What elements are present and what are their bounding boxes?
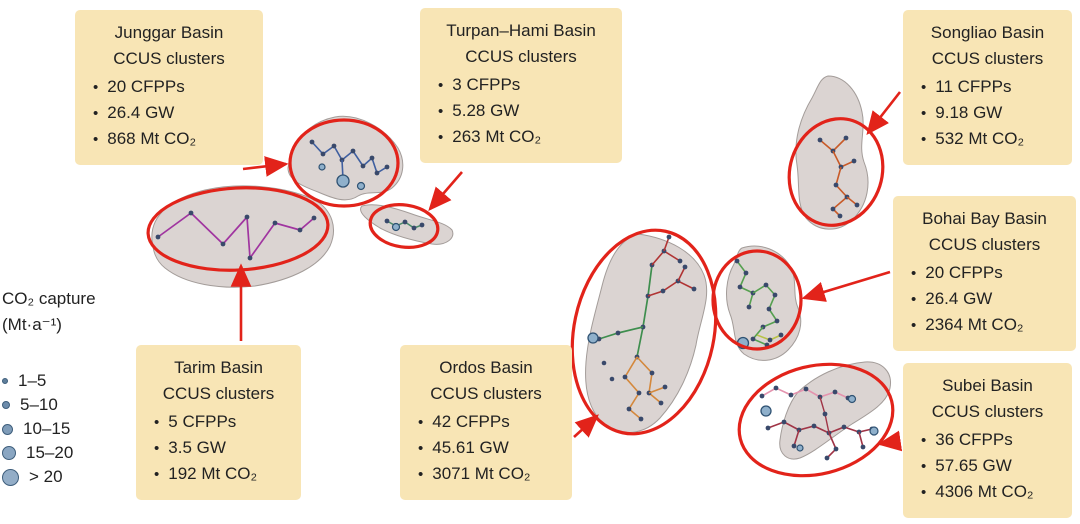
callout-title: Songliao Basin	[930, 23, 1045, 42]
legend-row: 1–5	[2, 369, 96, 393]
capture-node	[336, 174, 350, 188]
callout-stats-list: 36 CFPPs 57.65 GW 4306 Mt CO₂	[915, 427, 1060, 506]
callout-subtitle: CCUS clusters	[162, 384, 275, 404]
capture-node	[847, 394, 857, 404]
stat-capacity-gw: 9.18 GW	[915, 100, 1060, 126]
stat-cfpps: 20 CFPPs	[87, 74, 251, 100]
stat-co2: 868 Mt CO₂	[87, 126, 251, 152]
callout-subtitle: CCUS clusters	[931, 49, 1044, 69]
legend-row: 10–15	[2, 417, 96, 441]
callout-stats-list: 11 CFPPs 9.18 GW 532 Mt CO₂	[915, 74, 1060, 153]
bohai-arrow	[801, 270, 891, 302]
legend-row: > 20	[2, 465, 96, 489]
callout-subtitle: CCUS clusters	[928, 235, 1041, 255]
turpan-arrow	[428, 171, 463, 211]
ordos-cluster-ellipse	[570, 228, 718, 436]
capture-node	[587, 332, 599, 344]
callout-stats-list: 3 CFPPs 5.28 GW 263 Mt CO₂	[432, 72, 610, 151]
callout-subtitle: CCUS clusters	[931, 402, 1044, 422]
stat-cfpps: 5 CFPPs	[148, 409, 289, 435]
legend-label: 1–5	[18, 371, 47, 391]
turpan-hami-network	[384, 218, 425, 232]
callout-ordos-basin: Ordos Basin CCUS clusters 42 CFPPs 45.61…	[400, 345, 572, 500]
capture-size-dot-10-15	[2, 423, 13, 435]
callout-bohai-bay-basin: Bohai Bay Basin CCUS clusters 20 CFPPs 2…	[893, 196, 1076, 351]
stat-co2: 2364 Mt CO₂	[905, 312, 1064, 338]
junggar-network	[309, 139, 390, 191]
legend-row: 5–10	[2, 393, 96, 417]
stat-capacity-gw: 3.5 GW	[148, 435, 289, 461]
capture-size-dot-15-20	[2, 446, 16, 460]
callout-turpan-hami-basin: Turpan–Hami Basin CCUS clusters 3 CFPPs …	[420, 8, 622, 163]
bohai-cluster-ellipse	[711, 249, 803, 351]
turpan-cluster-ellipse	[368, 203, 440, 249]
legend-label: 5–10	[20, 395, 58, 415]
callout-subtitle: CCUS clusters	[113, 49, 225, 69]
stat-capacity-gw: 26.4 GW	[905, 286, 1064, 312]
stat-cfpps: 20 CFPPs	[905, 260, 1064, 286]
capture-node	[760, 405, 772, 417]
legend-items: 1–5 5–10 10–15 15–20 > 20	[2, 369, 96, 489]
junggar-arrow	[242, 156, 289, 177]
stat-co2: 3071 Mt CO₂	[412, 461, 560, 487]
callout-arrows	[230, 91, 903, 452]
capture-node	[796, 444, 804, 452]
stat-cfpps: 36 CFPPs	[915, 427, 1060, 453]
stat-cfpps: 3 CFPPs	[432, 72, 610, 98]
callout-title: Subei Basin	[942, 376, 1033, 395]
stat-cfpps: 11 CFPPs	[915, 74, 1060, 100]
callout-stats-list: 20 CFPPs 26.4 GW 868 Mt CO₂	[87, 74, 251, 153]
callout-stats-list: 5 CFPPs 3.5 GW 192 Mt CO₂	[148, 409, 289, 488]
capture-node	[869, 426, 879, 436]
capture-node	[318, 163, 326, 171]
stat-co2: 263 Mt CO₂	[432, 124, 610, 150]
callout-title: Turpan–Hami Basin	[446, 21, 596, 40]
callout-title: Junggar Basin	[114, 23, 224, 42]
capture-node	[391, 222, 401, 232]
capture-size-dot-1-5	[2, 378, 8, 384]
callout-title: Bohai Bay Basin	[922, 209, 1047, 228]
subei-cluster-ellipse	[737, 362, 895, 478]
capture-size-dot-5-10	[2, 401, 10, 409]
subei-arrow	[877, 430, 903, 452]
callout-songliao-basin: Songliao Basin CCUS clusters 11 CFPPs 9.…	[903, 10, 1072, 165]
ordos-arrow	[573, 414, 599, 438]
legend-title-line1: CO₂ capture	[2, 289, 96, 308]
stat-capacity-gw: 5.28 GW	[432, 98, 610, 124]
junggar-cluster-ellipse	[288, 118, 400, 208]
legend-label: 10–15	[23, 419, 71, 439]
callout-stats-list: 42 CFPPs 45.61 GW 3071 Mt CO₂	[412, 409, 560, 488]
subei-network	[759, 385, 879, 461]
capture-node	[356, 181, 366, 191]
songliao-basin-shape	[795, 75, 869, 230]
callout-tarim-basin: Tarim Basin CCUS clusters 5 CFPPs 3.5 GW…	[136, 345, 301, 500]
capture-size-dot-gt-20	[2, 468, 19, 486]
turpan-hami-basin-shape	[360, 204, 454, 245]
co2-capture-legend: CO₂ capture (Mt·a⁻¹) 1–5 5–10 10–15 15–2…	[2, 286, 96, 489]
callout-title: Tarim Basin	[174, 358, 263, 377]
stat-co2: 192 Mt CO₂	[148, 461, 289, 487]
legend-label: > 20	[29, 467, 63, 487]
callout-stats-list: 20 CFPPs 26.4 GW 2364 Mt CO₂	[905, 260, 1064, 339]
callout-junggar-basin: Junggar Basin CCUS clusters 20 CFPPs 26.…	[75, 10, 263, 165]
ordos-network	[587, 234, 697, 422]
callout-subtitle: CCUS clusters	[465, 47, 577, 67]
tarim-network	[155, 210, 317, 261]
songliao-network	[817, 135, 860, 219]
callout-subei-basin: Subei Basin CCUS clusters 36 CFPPs 57.65…	[903, 363, 1072, 518]
legend-row: 15–20	[2, 441, 96, 465]
stat-capacity-gw: 26.4 GW	[87, 100, 251, 126]
legend-label: 15–20	[26, 443, 74, 463]
legend-title-line2: (Mt·a⁻¹)	[2, 314, 62, 334]
songliao-cluster-ellipse	[787, 117, 885, 227]
stat-capacity-gw: 57.65 GW	[915, 453, 1060, 479]
stat-co2: 532 Mt CO₂	[915, 126, 1060, 152]
callout-title: Ordos Basin	[439, 358, 533, 377]
callout-subtitle: CCUS clusters	[430, 384, 542, 404]
stat-co2: 4306 Mt CO₂	[915, 479, 1060, 505]
stat-capacity-gw: 45.61 GW	[412, 435, 560, 461]
songliao-arrow	[866, 91, 902, 136]
stat-cfpps: 42 CFPPs	[412, 409, 560, 435]
